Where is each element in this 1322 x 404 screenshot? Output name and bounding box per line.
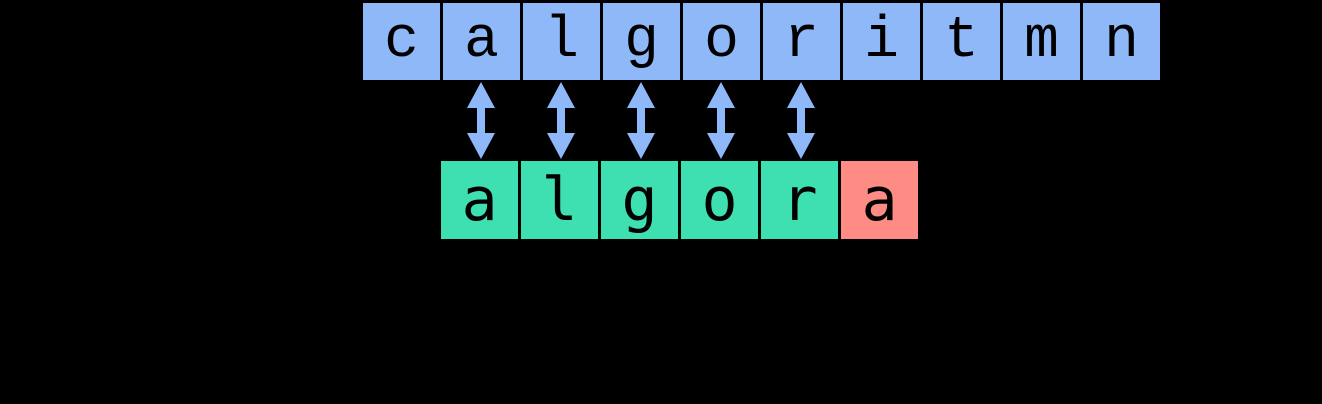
letter-cell: o [683,3,760,80]
letter-cell: l [523,3,600,80]
letter-cell: r [763,3,840,80]
letter-cell: m [1003,3,1080,80]
letter-cell-match: g [601,161,678,239]
letter-cell-match: r [761,161,838,239]
letter-cell: n [1083,3,1160,80]
letter-cell: i [843,3,920,80]
letter-cell: g [603,3,680,80]
letter-cell: t [923,3,1000,80]
top-word-row: c a l g o r i t m n [363,3,1160,80]
bottom-word-row: a l g o r a [441,161,918,239]
double-arrow-vertical-icon [547,82,575,159]
double-arrow-vertical-icon [787,82,815,159]
double-arrow-vertical-icon [627,82,655,159]
letter-cell-match: o [681,161,758,239]
letter-cell-mismatch: a [841,161,918,239]
letter-cell-match: l [521,161,598,239]
letter-cell: c [363,3,440,80]
letter-cell: a [443,3,520,80]
letter-cell-match: a [441,161,518,239]
double-arrow-vertical-icon [467,82,495,159]
double-arrow-vertical-icon [707,82,735,159]
